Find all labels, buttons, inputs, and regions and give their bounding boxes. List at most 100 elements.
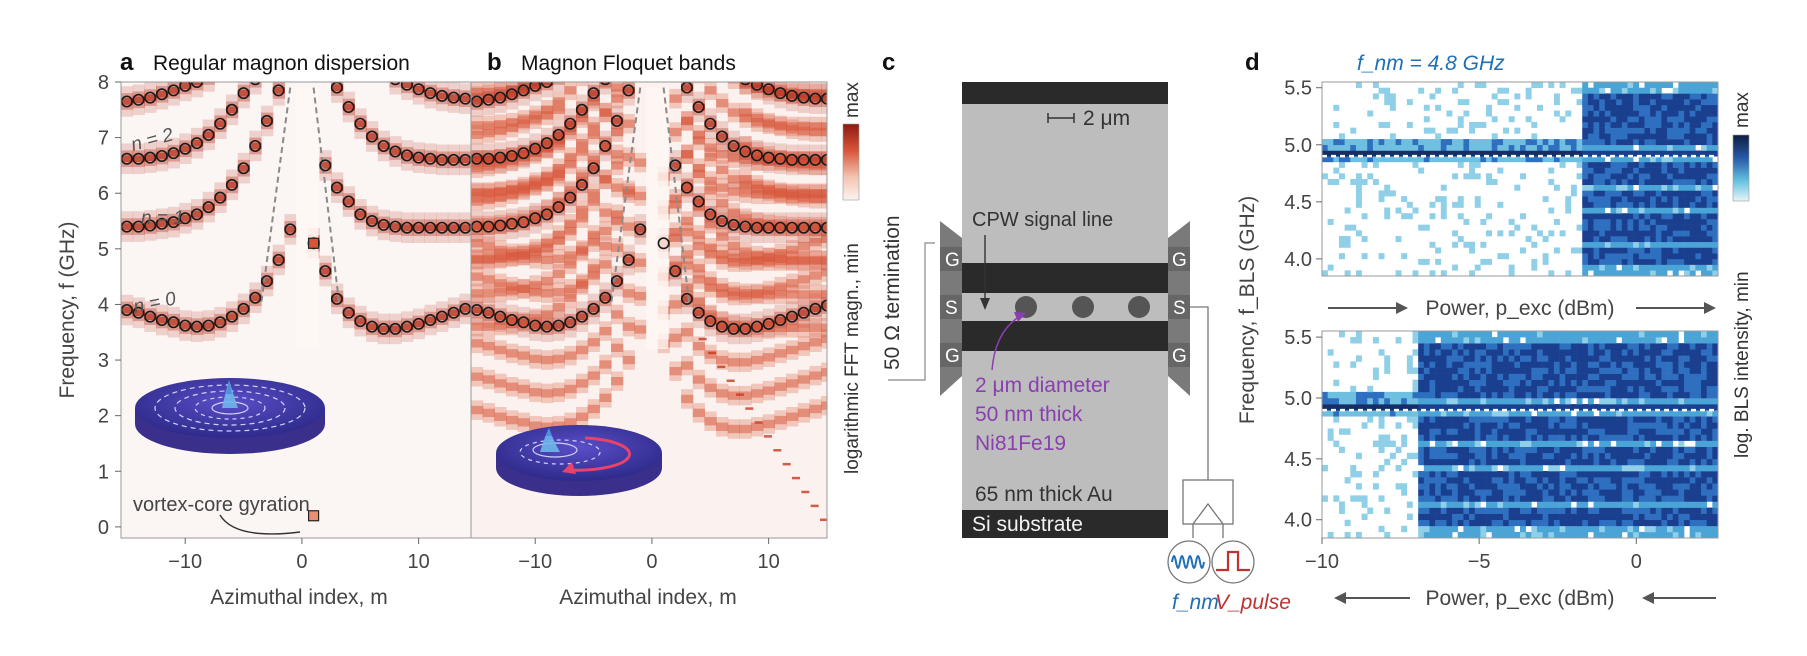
guide-line (610, 87, 642, 305)
bls-cell (1327, 218, 1334, 225)
bls-cell (1503, 507, 1509, 514)
heat-cell (564, 260, 577, 269)
bls-cell (1667, 355, 1674, 362)
cpw-label: CPW signal line (972, 209, 1113, 231)
bls-cell (1570, 331, 1577, 338)
bls-cell (1423, 139, 1430, 146)
bls-cell (1621, 446, 1628, 454)
bls-cell (1446, 156, 1453, 163)
bls-cell (1695, 121, 1702, 128)
bls-cell (1474, 397, 1481, 405)
bls-cell (1418, 139, 1425, 146)
bls-cell (1678, 355, 1685, 362)
heat-cell (541, 422, 554, 431)
bls-cell (1655, 156, 1662, 163)
bls-cell (1706, 507, 1713, 514)
panel-a-markers (121, 82, 477, 522)
bls-cell (1661, 82, 1668, 89)
bls-cell (1684, 241, 1691, 248)
bls-cell (1655, 144, 1662, 151)
bls-cell (1565, 373, 1572, 381)
bls-cell (1638, 367, 1645, 374)
bls-cell (1525, 349, 1532, 356)
bls-cell (1463, 349, 1470, 356)
heat-cell (692, 169, 705, 178)
bls-cell (1344, 139, 1351, 146)
bls-cell (1667, 258, 1674, 265)
bls-cell (1684, 471, 1691, 478)
bls-cell (1644, 150, 1651, 157)
bls-cell (1497, 379, 1504, 387)
bls-cell (1367, 391, 1374, 399)
bls-cell (1582, 355, 1589, 362)
heat-cell (692, 230, 705, 240)
bls-cell (1678, 513, 1685, 521)
bls-cell (1440, 144, 1447, 151)
bls-cell (1491, 422, 1498, 429)
bls-cell (1627, 379, 1634, 387)
bls-cell (1587, 434, 1594, 441)
bls-cell (1548, 331, 1555, 338)
bls-cell (1650, 253, 1657, 260)
bls-cell (1672, 184, 1679, 191)
bls-cell (1695, 471, 1702, 478)
bls-cell (1627, 167, 1634, 174)
heat-cell (774, 290, 787, 299)
bls-cell (1355, 483, 1362, 490)
bls-cell (1633, 241, 1640, 248)
bls-cell (1582, 104, 1589, 111)
bls-cell (1689, 507, 1696, 514)
bls-cell (1633, 519, 1640, 527)
heat-cell (552, 322, 565, 329)
bls-cell (1627, 397, 1634, 405)
bls-cell (1463, 355, 1470, 362)
heat-cell (716, 255, 729, 265)
bls-cell (1689, 127, 1696, 134)
bls-cell (1587, 355, 1594, 362)
bls-cell (1593, 477, 1600, 484)
band-marker (342, 306, 355, 319)
bls-cell (1565, 361, 1572, 368)
heat-cell (564, 160, 577, 169)
bls-cell (1587, 477, 1594, 484)
bls-cell (1474, 355, 1481, 362)
bls-cell (1706, 531, 1713, 539)
y-tick-label: 4.5 (1284, 449, 1312, 471)
heat-cell (797, 126, 810, 136)
bls-cell (1621, 230, 1628, 237)
bls-cell (1610, 190, 1617, 197)
band-marker (739, 322, 752, 335)
bls-cell (1672, 270, 1679, 277)
bls-cell (1587, 385, 1594, 393)
bls-cell (1565, 410, 1572, 417)
bls-cell (1587, 489, 1594, 496)
bls-cell (1706, 196, 1713, 203)
bls-cell (1446, 397, 1453, 405)
bls-cell (1627, 241, 1634, 248)
bls-cell (1689, 367, 1696, 374)
bls-cell (1486, 144, 1493, 151)
bls-cell (1667, 127, 1674, 134)
bls-cell (1627, 507, 1634, 514)
bls-cell (1531, 361, 1538, 368)
heat-cell (272, 87, 285, 94)
bls-cell (1378, 446, 1385, 454)
bls-cell (1712, 161, 1719, 168)
bls-cell (1599, 416, 1606, 423)
bls-cell (1689, 133, 1696, 140)
heat-cell (517, 87, 530, 94)
bls-cell (1604, 230, 1611, 237)
bls-cell (1684, 343, 1691, 350)
heat-cell (599, 326, 612, 336)
bls-cell (1650, 264, 1657, 271)
bls-cell (1520, 373, 1526, 381)
bls-cell (1661, 513, 1668, 521)
bls-cell (1695, 116, 1702, 123)
bls-cell (1582, 416, 1589, 423)
bls-cell (1616, 133, 1623, 140)
bls-cell (1406, 361, 1413, 368)
bls-cell (1553, 416, 1560, 423)
bls-cell (1621, 93, 1628, 100)
bls-cell (1684, 446, 1691, 454)
bls-cell (1576, 87, 1583, 94)
